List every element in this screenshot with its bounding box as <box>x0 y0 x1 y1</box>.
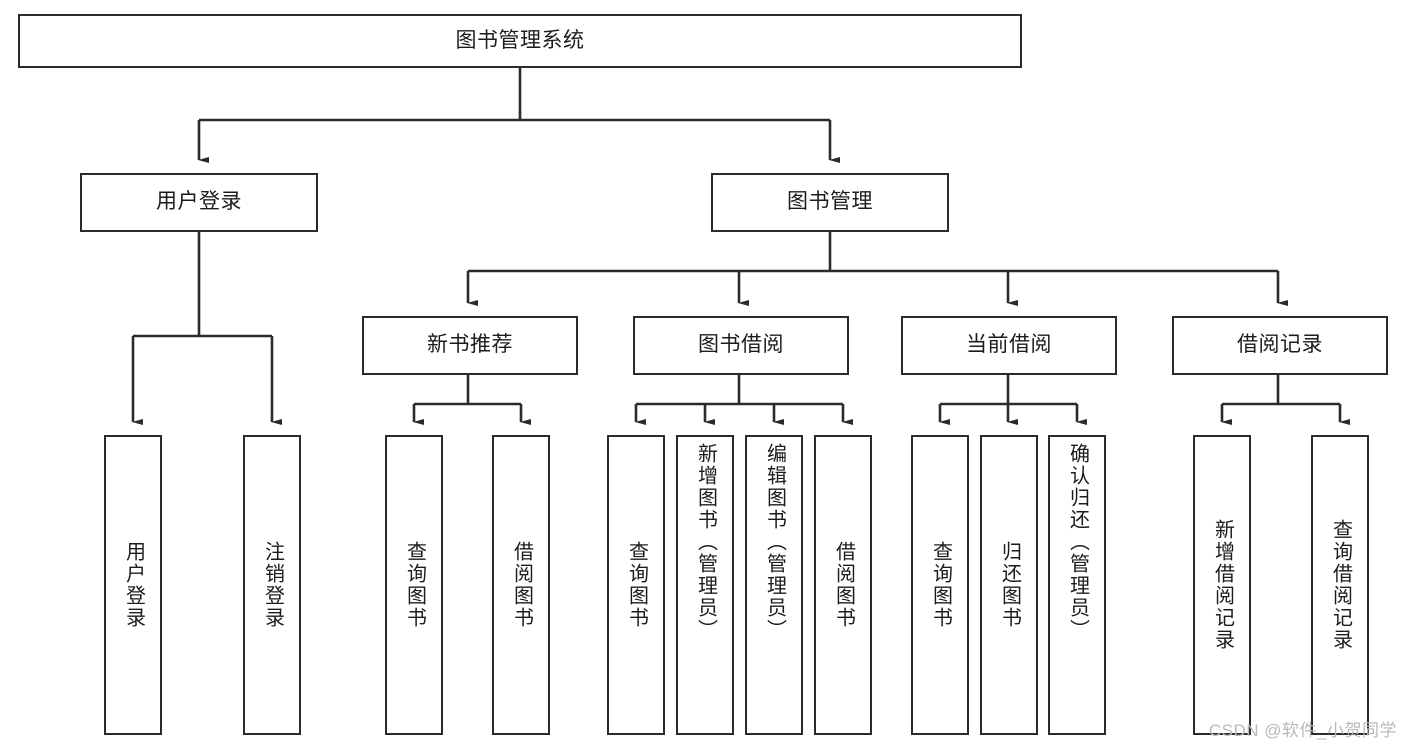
node-user-login[interactable]: 用户登录 <box>80 173 318 232</box>
leaf-borrow-record-add[interactable]: 新增借阅记录 <box>1193 435 1251 735</box>
leaf-current-borrow-query-label: 查询图书 <box>929 541 952 629</box>
node-book-management[interactable]: 图书管理 <box>711 173 949 232</box>
leaf-book-borrow-borrow-label: 借阅图书 <box>832 541 855 629</box>
leaf-user-login-login[interactable]: 用户登录 <box>104 435 162 735</box>
node-root-system[interactable]: 图书管理系统 <box>18 14 1022 68</box>
node-new-book-recommend-label: 新书推荐 <box>427 333 513 357</box>
leaf-book-borrow-add[interactable]: 新增图书（管理员） <box>676 435 734 735</box>
leaf-new-book-borrow[interactable]: 借阅图书 <box>492 435 550 735</box>
node-book-borrow-label: 图书借阅 <box>698 333 784 357</box>
leaf-current-borrow-query[interactable]: 查询图书 <box>911 435 969 735</box>
leaf-new-book-query[interactable]: 查询图书 <box>385 435 443 735</box>
node-root-system-label: 图书管理系统 <box>455 28 585 52</box>
leaf-borrow-record-query-label: 查询借阅记录 <box>1329 519 1352 651</box>
node-current-borrow-label: 当前借阅 <box>966 333 1052 357</box>
node-user-login-label: 用户登录 <box>156 190 242 214</box>
node-borrow-record-label: 借阅记录 <box>1237 333 1323 357</box>
node-current-borrow[interactable]: 当前借阅 <box>901 316 1117 375</box>
node-book-management-label: 图书管理 <box>787 190 873 214</box>
leaf-book-borrow-query-label: 查询图书 <box>625 541 648 629</box>
leaf-book-borrow-edit-label: 编辑图书（管理员） <box>763 443 786 641</box>
leaf-current-borrow-confirm-return[interactable]: 确认归还（管理员） <box>1048 435 1106 735</box>
leaf-borrow-record-query[interactable]: 查询借阅记录 <box>1311 435 1369 735</box>
leaf-book-borrow-query[interactable]: 查询图书 <box>607 435 665 735</box>
leaf-current-borrow-return[interactable]: 归还图书 <box>980 435 1038 735</box>
leaf-book-borrow-edit[interactable]: 编辑图书（管理员） <box>745 435 803 735</box>
leaf-book-borrow-add-label: 新增图书（管理员） <box>694 443 717 641</box>
leaf-borrow-record-add-label: 新增借阅记录 <box>1211 519 1234 651</box>
leaf-book-borrow-borrow[interactable]: 借阅图书 <box>814 435 872 735</box>
leaf-user-login-login-label: 用户登录 <box>122 541 145 629</box>
leaf-new-book-query-label: 查询图书 <box>403 541 426 629</box>
node-book-borrow[interactable]: 图书借阅 <box>633 316 849 375</box>
csdn-watermark: CSDN @软件_小贺同学 <box>1208 721 1397 740</box>
leaf-user-login-logout[interactable]: 注销登录 <box>243 435 301 735</box>
leaf-current-borrow-return-label: 归还图书 <box>998 541 1021 629</box>
node-borrow-record[interactable]: 借阅记录 <box>1172 316 1388 375</box>
node-new-book-recommend[interactable]: 新书推荐 <box>362 316 578 375</box>
leaf-new-book-borrow-label: 借阅图书 <box>510 541 533 629</box>
leaf-user-login-logout-label: 注销登录 <box>261 541 284 629</box>
leaf-current-borrow-confirm-return-label: 确认归还（管理员） <box>1066 443 1089 641</box>
